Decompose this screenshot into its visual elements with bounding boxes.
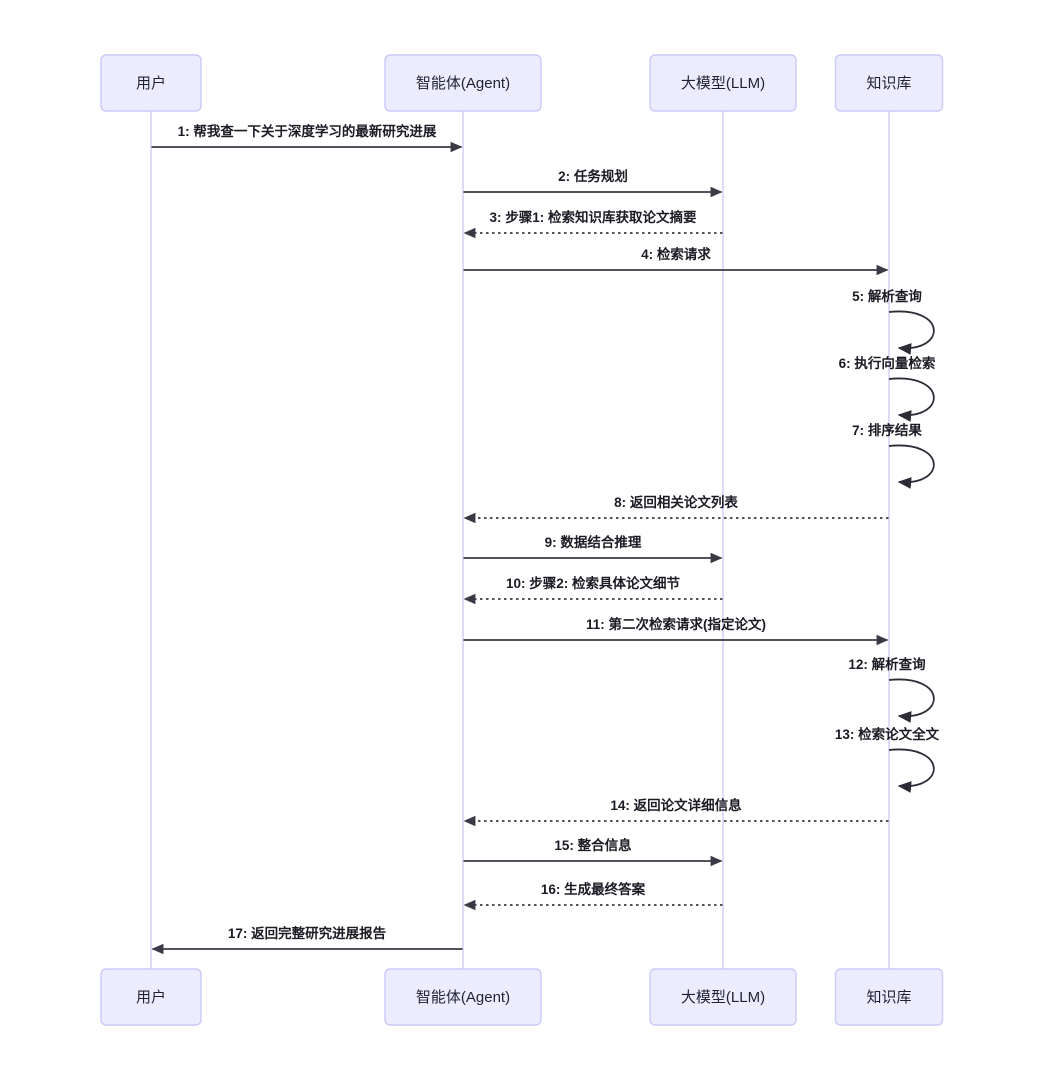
message-16: 16: 生成最终答案 bbox=[463, 881, 723, 911]
actor-boxes-bottom: 用户 智能体(Agent) 大模型(LLM) 知识库 bbox=[100, 968, 944, 1026]
message-13: 13: 检索论文全文 bbox=[835, 726, 940, 793]
lifelines-group bbox=[150, 111, 890, 969]
actor-llm-bottom[interactable]: 大模型(LLM) bbox=[649, 968, 797, 1026]
message-label-16: 16: 生成最终答案 bbox=[541, 881, 646, 897]
message-label-13: 13: 检索论文全文 bbox=[835, 726, 940, 742]
message-label-14: 14: 返回论文详细信息 bbox=[610, 797, 742, 813]
actor-agent-top[interactable]: 智能体(Agent) bbox=[384, 54, 542, 112]
self-loop-arrow-7 bbox=[888, 444, 935, 489]
actor-label-llm: 大模型(LLM) bbox=[681, 75, 765, 92]
message-label-17: 17: 返回完整研究进展报告 bbox=[228, 925, 386, 941]
message-label-10: 10: 步骤2: 检索具体论文细节 bbox=[506, 575, 681, 591]
actor-box-user[interactable] bbox=[100, 968, 202, 1026]
actor-box-agent[interactable] bbox=[384, 968, 542, 1026]
message-5: 5: 解析查询 bbox=[852, 288, 935, 355]
self-loop-arrow-6 bbox=[888, 377, 935, 422]
actor-box-kb[interactable] bbox=[834, 968, 944, 1026]
actor-box-user[interactable] bbox=[100, 54, 202, 112]
actor-kb-bottom[interactable]: 知识库 bbox=[834, 968, 944, 1026]
messages-group: 1: 帮我查一下关于深度学习的最新研究进展 2: 任务规划 3: 步骤1: 检索知识… bbox=[151, 123, 940, 955]
message-label-8: 8: 返回相关论文列表 bbox=[614, 494, 738, 510]
actor-box-agent[interactable] bbox=[384, 54, 542, 112]
actor-boxes-top: 用户 智能体(Agent) 大模型(LLM) 知识库 bbox=[100, 54, 944, 112]
message-label-3: 3: 步骤1: 检索知识库获取论文摘要 bbox=[489, 209, 697, 225]
actor-label-kb: 知识库 bbox=[866, 75, 911, 92]
message-11: 11: 第二次检索请求(指定论文) bbox=[463, 616, 889, 646]
actor-label-user: 用户 bbox=[136, 75, 166, 92]
message-9: 9: 数据结合推理 bbox=[463, 534, 723, 564]
message-4: 4: 检索请求 bbox=[463, 246, 889, 276]
message-14: 14: 返回论文详细信息 bbox=[463, 797, 889, 827]
actor-kb-top[interactable]: 知识库 bbox=[834, 54, 944, 112]
message-10: 10: 步骤2: 检索具体论文细节 bbox=[463, 575, 723, 605]
actor-label-agent: 智能体(Agent) bbox=[416, 988, 510, 1006]
message-label-7: 7: 排序结果 bbox=[852, 422, 922, 438]
message-label-5: 5: 解析查询 bbox=[852, 288, 922, 304]
message-label-1: 1: 帮我查一下关于深度学习的最新研究进展 bbox=[178, 123, 437, 139]
actor-label-agent: 智能体(Agent) bbox=[416, 74, 510, 92]
message-6: 6: 执行向量检索 bbox=[839, 355, 936, 422]
actor-user-top[interactable]: 用户 bbox=[100, 54, 202, 112]
message-17: 17: 返回完整研究进展报告 bbox=[151, 925, 463, 955]
message-8: 8: 返回相关论文列表 bbox=[463, 494, 889, 524]
message-label-9: 9: 数据结合推理 bbox=[545, 534, 642, 550]
message-label-12: 12: 解析查询 bbox=[848, 656, 925, 672]
message-1: 1: 帮我查一下关于深度学习的最新研究进展 bbox=[151, 123, 463, 153]
actor-llm-top[interactable]: 大模型(LLM) bbox=[649, 54, 797, 112]
actor-label-llm: 大模型(LLM) bbox=[681, 989, 765, 1006]
message-2: 2: 任务规划 bbox=[463, 168, 723, 198]
message-label-2: 2: 任务规划 bbox=[558, 168, 628, 184]
message-label-11: 11: 第二次检索请求(指定论文) bbox=[586, 616, 766, 632]
message-15: 15: 整合信息 bbox=[463, 837, 723, 867]
message-label-4: 4: 检索请求 bbox=[641, 246, 711, 262]
self-loop-arrow-12 bbox=[888, 678, 935, 723]
actor-box-llm[interactable] bbox=[649, 968, 797, 1026]
message-12: 12: 解析查询 bbox=[848, 656, 935, 723]
actor-label-user: 用户 bbox=[136, 989, 166, 1006]
actor-agent-bottom[interactable]: 智能体(Agent) bbox=[384, 968, 542, 1026]
self-loop-arrow-13 bbox=[888, 748, 935, 793]
actor-label-kb: 知识库 bbox=[866, 989, 911, 1006]
actor-user-bottom[interactable]: 用户 bbox=[100, 968, 202, 1026]
actor-box-llm[interactable] bbox=[649, 54, 797, 112]
message-7: 7: 排序结果 bbox=[852, 422, 935, 489]
actor-box-kb[interactable] bbox=[834, 54, 944, 112]
self-loop-arrow-5 bbox=[888, 310, 935, 355]
message-3: 3: 步骤1: 检索知识库获取论文摘要 bbox=[463, 209, 723, 239]
message-label-15: 15: 整合信息 bbox=[554, 837, 632, 853]
message-label-6: 6: 执行向量检索 bbox=[839, 355, 936, 371]
